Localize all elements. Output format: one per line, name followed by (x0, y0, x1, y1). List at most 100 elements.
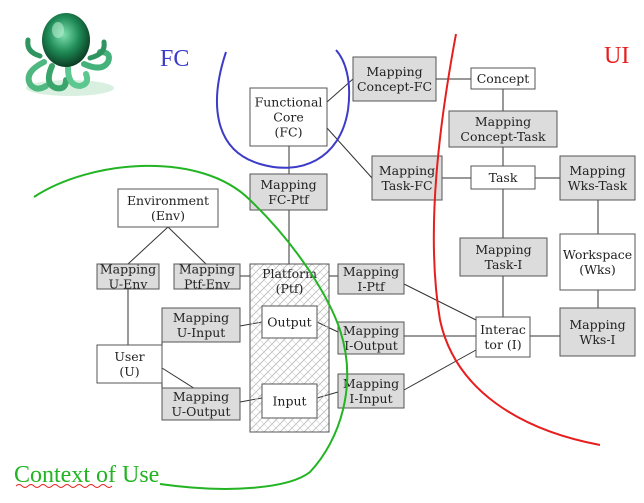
node-label-line: I-Ptf (357, 279, 386, 294)
node-task: Task (470, 165, 536, 190)
node-label-line: User (114, 349, 144, 364)
node-box (249, 87, 328, 147)
node-label-line: FC-Ptf (268, 192, 310, 207)
node-label-line: Core (273, 110, 303, 125)
node-label-line: (Env) (151, 208, 185, 223)
node-box (161, 387, 241, 421)
node-label-line: Mapping (100, 262, 156, 277)
context-of-use-boundary-curve (33, 164, 349, 490)
node-label-line: (FC) (275, 125, 303, 140)
node-label-line: U-Env (109, 277, 149, 292)
node-label-line: I-Output (344, 338, 398, 353)
node-label-line: Concept-FC (357, 79, 432, 94)
node-box (173, 263, 241, 290)
node-input: Input (261, 383, 318, 419)
node-label-line: Task-FC (381, 178, 432, 193)
node-label-line: Mapping (366, 64, 422, 79)
node-label-line: Environment (127, 193, 209, 208)
node-label-line: Mapping (173, 389, 229, 404)
node-label-line: (Wks) (579, 262, 616, 277)
node-box (459, 237, 548, 277)
node-label-line: Ptf-Env (184, 277, 231, 292)
ui-region-label: UI (604, 43, 629, 69)
node-label-line: Input (272, 394, 306, 409)
node-label-line: U-Output (172, 404, 231, 419)
node-label-line: U-Input (177, 325, 226, 340)
node-label-line: Platform (262, 266, 317, 281)
node-workspace: Workspace(Wks) (559, 233, 636, 291)
node-box (161, 307, 241, 343)
node-label-line: (U) (119, 364, 139, 379)
node-label-line: Output (267, 315, 311, 330)
node-label-line: Wks-I (580, 332, 616, 347)
node-label-line: Mapping (179, 262, 235, 277)
node-label-line: Task-I (485, 257, 523, 272)
node-label-line: Mapping (260, 177, 316, 192)
node-label-line: Concept-Task (460, 129, 546, 144)
node-label-line: tor (I) (484, 337, 521, 352)
node-box (337, 263, 405, 295)
node-label-line: Mapping (173, 310, 229, 325)
node-box (337, 373, 405, 409)
node-box (559, 233, 636, 291)
node-label-line: Mapping (569, 317, 625, 332)
node-box (470, 67, 536, 90)
node-user: User(U) (96, 344, 163, 384)
node-label-line: Mapping (343, 264, 399, 279)
node-box (448, 110, 558, 148)
fc-boundary-curve (216, 49, 351, 169)
node-box (117, 188, 219, 228)
context-of-use-label: Context of Use (14, 462, 159, 488)
node-box (96, 344, 163, 384)
node-box (249, 173, 328, 211)
green-octopus-logo-icon (25, 13, 114, 96)
node-box (470, 165, 536, 190)
node-label-line: (Ptf) (276, 281, 304, 296)
node-label-line: Workspace (563, 247, 632, 262)
node-box (96, 263, 160, 290)
node-label-line: Mapping (343, 323, 399, 338)
node-label-line: Mapping (343, 376, 399, 391)
spellcheck-underline (15, 484, 113, 488)
node-label-line: Task (489, 170, 518, 185)
node-box (559, 155, 636, 201)
node-box (559, 307, 636, 357)
node-environment: Environment(Env) (117, 188, 219, 228)
ui-boundary-curve (432, 33, 601, 446)
node-label-line: I-Input (349, 391, 392, 406)
node-output: Output (261, 305, 318, 339)
node-label-line: Wks-Task (568, 178, 628, 193)
node-label-line: Mapping (379, 163, 435, 178)
node-label-line: Mapping (475, 114, 531, 129)
node-box (371, 155, 443, 201)
node-box (475, 316, 531, 358)
node-label-line: Mapping (475, 242, 531, 257)
node-label-line: Interac (480, 322, 526, 337)
fc-region-label: FC (160, 46, 189, 72)
node-box (352, 56, 437, 102)
node-box (261, 383, 318, 419)
node-label-line: Functional (255, 95, 323, 110)
node-concept: Concept (470, 67, 536, 90)
node-label-line: Mapping (569, 163, 625, 178)
node-box (261, 305, 318, 339)
node-label-line: Concept (477, 71, 530, 86)
